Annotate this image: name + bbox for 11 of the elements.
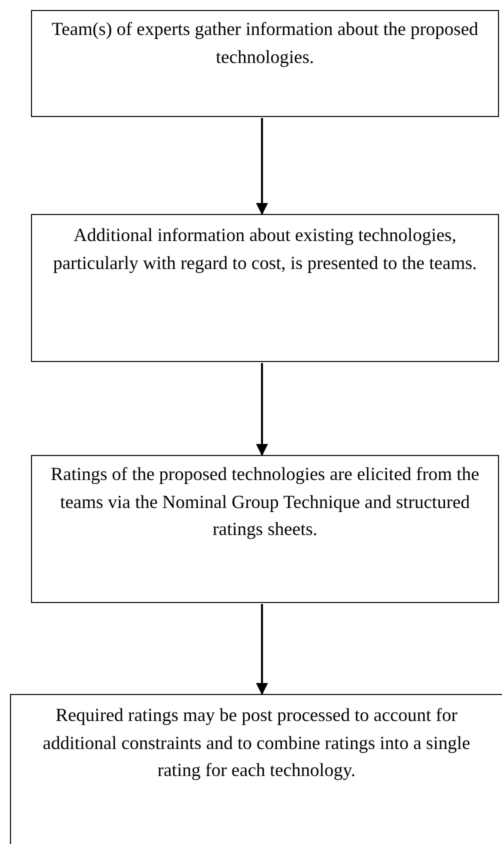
arrow [256,118,268,215]
step-text: Ratings of the proposed technologies are elicited from the teams via the Nominal Group Technique and structured ratings sheets. [50,464,480,542]
step-text: Team(s) of experts gather information about the proposed technologies. [50,19,480,70]
arrow [256,604,268,695]
process-box [31,455,499,603]
step-text: Required ratings may be post processed to account for additional constraints and to combine ratings into a single rating for each technology. [42,705,472,783]
step-text: Additional information about existing technologies, particularly with regard to cost, is presented to the teams. [52,225,478,276]
process-box [31,214,499,362]
process-box [10,694,502,844]
process-box [31,10,499,117]
arrow [256,363,268,456]
